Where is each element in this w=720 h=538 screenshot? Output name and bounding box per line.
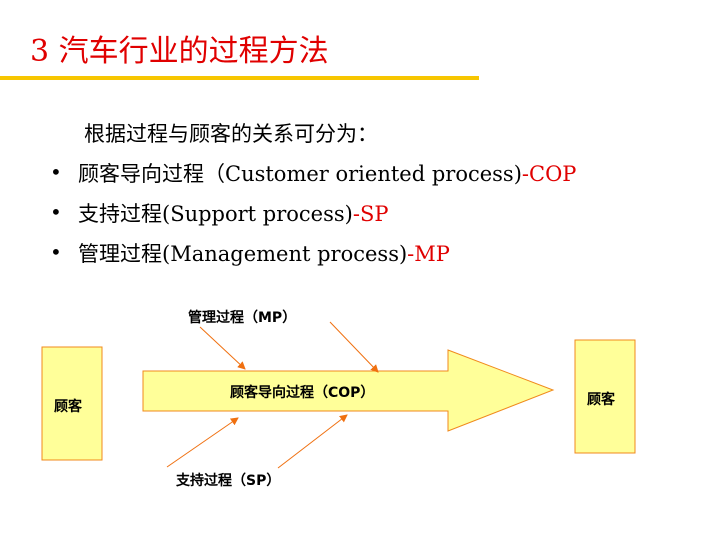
bullet-suffix: -MP [407,242,450,266]
bullet-text: 支持过程(Support process) [78,202,353,226]
customer-right-label: 顾客 [587,392,615,408]
slide-title: 3 汽车行业的过程方法 [30,34,329,69]
bullet-suffix: -SP [352,202,389,226]
bullet-suffix: -COP [521,162,577,186]
bullet-mp: 管理过程(Management process)-MP [78,238,450,268]
cop-arrow [142,349,555,432]
customer-box-right [574,339,636,454]
customer-left-label: 顾客 [54,399,82,415]
mp-arrow-2 [329,321,379,373]
sp-arrow-2 [277,414,348,469]
mp-arrow-1 [199,326,246,370]
bullet-dot: • [50,240,62,264]
bullet-text: 管理过程(Management process) [78,242,408,266]
customer-box-left [41,346,103,461]
sp-label: 支持过程（SP） [176,473,281,489]
bullet-dot: • [50,160,62,184]
bullet-dot: • [50,200,62,224]
bullet-sp: 支持过程(Support process)-SP [78,198,388,228]
cop-label: 顾客导向过程（COP） [230,385,375,401]
bullet-cop: 顾客导向过程（Customer oriented process)-COP [78,158,576,188]
sp-arrow-1 [166,417,239,468]
intro-text: 根据过程与顾客的关系可分为： [84,122,378,146]
mp-label: 管理过程（MP） [188,310,297,326]
title-underline [0,76,479,80]
bullet-text: 顾客导向过程（Customer oriented process) [78,162,522,186]
